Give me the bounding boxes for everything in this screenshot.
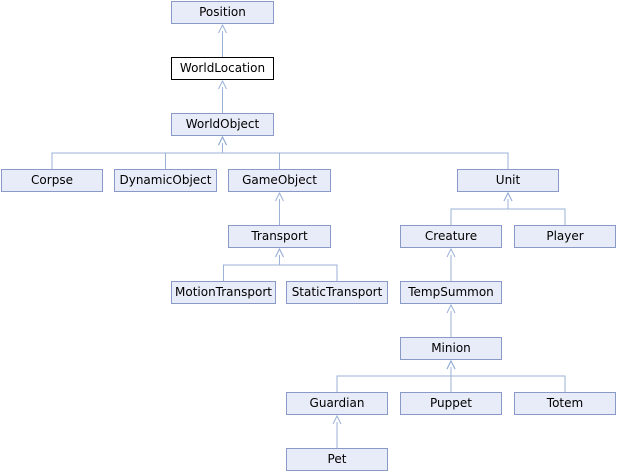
class-node-worldobject[interactable]: WorldObject xyxy=(171,113,274,136)
arrowhead-totem-to-minion xyxy=(446,359,456,370)
class-node-gameobject[interactable]: GameObject xyxy=(228,169,331,192)
arrowhead-worldobject-to-worldlocation xyxy=(218,79,227,90)
edge-player-to-unit xyxy=(507,199,566,225)
class-node-position[interactable]: Position xyxy=(171,1,274,24)
arrowhead-tempsummon-to-creature xyxy=(446,247,456,258)
class-node-tempsummon[interactable]: TempSummon xyxy=(400,281,502,304)
edge-statictransport-to-transport xyxy=(279,255,338,281)
class-node-transport[interactable]: Transport xyxy=(228,225,331,248)
class-node-guardian[interactable]: Guardian xyxy=(286,392,388,415)
edge-creature-to-unit xyxy=(450,199,509,225)
edge-gameobject-to-worldobject xyxy=(222,143,280,169)
class-node-minion[interactable]: Minion xyxy=(400,337,502,360)
arrowhead-statictransport-to-transport xyxy=(275,247,284,258)
class-node-unit[interactable]: Unit xyxy=(457,169,559,192)
edge-guardian-to-minion xyxy=(336,367,452,392)
class-node-player[interactable]: Player xyxy=(514,225,616,248)
edge-dynamicobject-to-worldobject xyxy=(165,143,223,169)
class-node-pet[interactable]: Pet xyxy=(286,448,388,471)
class-node-creature[interactable]: Creature xyxy=(400,225,502,248)
arrowhead-player-to-unit xyxy=(503,191,513,202)
arrowhead-unit-to-worldobject xyxy=(218,135,227,146)
class-node-statictransport[interactable]: StaticTransport xyxy=(286,281,388,304)
arrowhead-worldlocation-to-position xyxy=(218,23,227,34)
arrowhead-transport-to-gameobject xyxy=(275,191,284,202)
edge-corpse-to-worldobject xyxy=(51,143,223,169)
edge-motiontransport-to-transport xyxy=(223,255,280,281)
class-node-totem[interactable]: Totem xyxy=(514,392,616,415)
class-node-puppet[interactable]: Puppet xyxy=(400,392,502,415)
class-node-motiontransport[interactable]: MotionTransport xyxy=(171,281,276,304)
class-node-corpse[interactable]: Corpse xyxy=(1,169,103,192)
class-node-dynamicobject[interactable]: DynamicObject xyxy=(114,169,217,192)
edge-totem-to-minion xyxy=(450,367,566,392)
arrowhead-pet-to-guardian xyxy=(332,414,342,425)
edge-unit-to-worldobject xyxy=(222,143,509,169)
arrowhead-minion-to-tempsummon xyxy=(446,303,456,314)
class-node-worldlocation[interactable]: WorldLocation xyxy=(171,57,274,80)
